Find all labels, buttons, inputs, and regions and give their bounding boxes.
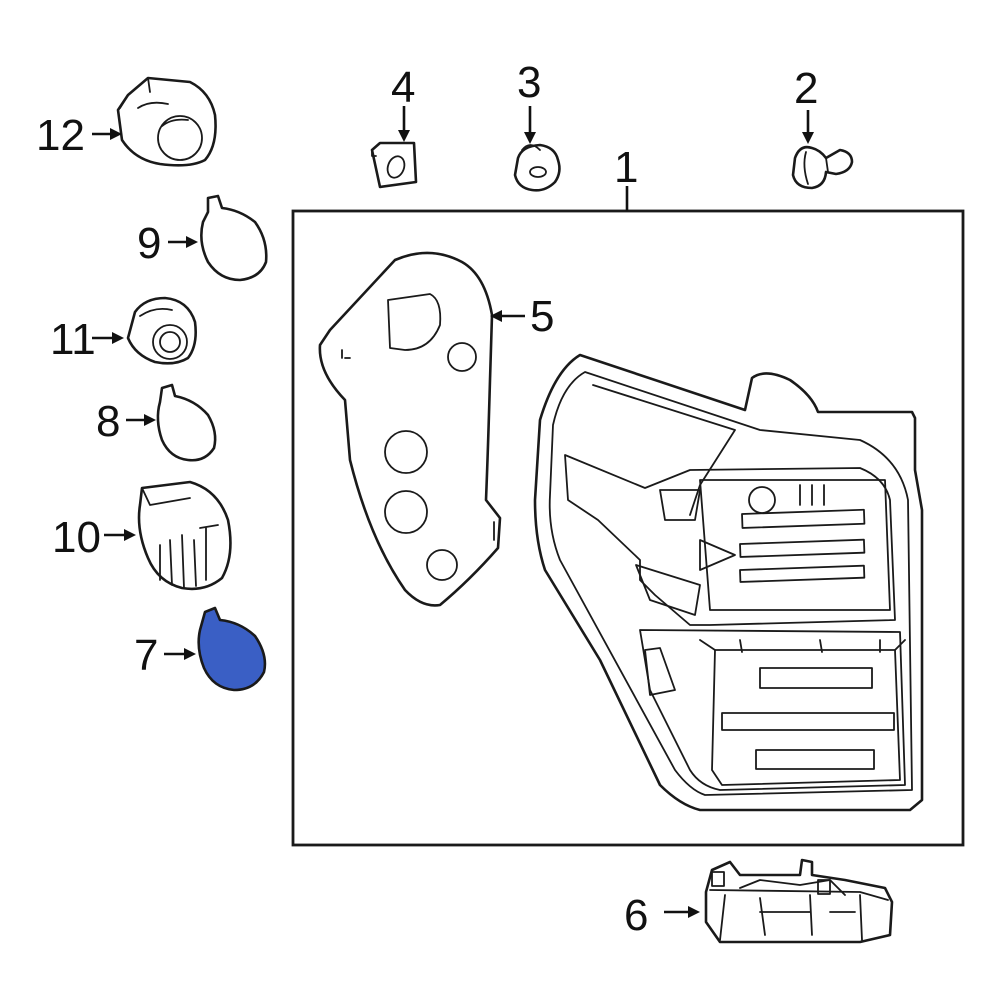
callout-2[interactable]: 2 [794,64,818,113]
arrowhead-9 [186,236,198,248]
callout-4[interactable]: 4 [391,63,415,112]
part-9-bulb[interactable] [200,194,268,282]
callout-9[interactable]: 9 [137,219,161,268]
part-7-bulb-highlighted[interactable] [197,606,267,692]
part-8-bulb[interactable] [156,383,217,462]
callout-8[interactable]: 8 [96,397,120,446]
arrowhead-12 [110,128,122,140]
part-12-socket[interactable] [116,76,217,167]
arrowhead-5 [490,310,502,322]
callout-1[interactable]: 1 [614,143,638,192]
part-2-clip[interactable] [791,145,854,190]
arrowhead-2 [802,132,814,144]
callout-7[interactable]: 7 [134,631,158,680]
callout-5[interactable]: 5 [530,292,554,341]
arrowhead-6 [688,906,700,918]
callout-10[interactable]: 10 [52,513,101,562]
part-6-bracket[interactable] [704,858,894,944]
arrowhead-10 [124,529,136,541]
part-10-socket[interactable] [137,480,232,591]
part-11-socket[interactable] [126,296,197,365]
arrowhead-4 [398,130,410,142]
arrowhead-8 [144,414,156,426]
part-1-tail-lamp[interactable] [533,353,924,812]
arrowhead-11 [112,332,124,344]
part-4-nut[interactable] [370,141,418,189]
part-5-gasket[interactable] [318,251,502,607]
arrowhead-7 [184,648,196,660]
callout-11[interactable]: 11 [50,315,96,364]
arrowhead-3 [524,132,536,144]
part-3-grommet[interactable] [513,143,561,192]
callout-3[interactable]: 3 [517,58,541,107]
callout-6[interactable]: 6 [624,891,648,940]
callout-12[interactable]: 12 [36,111,85,160]
